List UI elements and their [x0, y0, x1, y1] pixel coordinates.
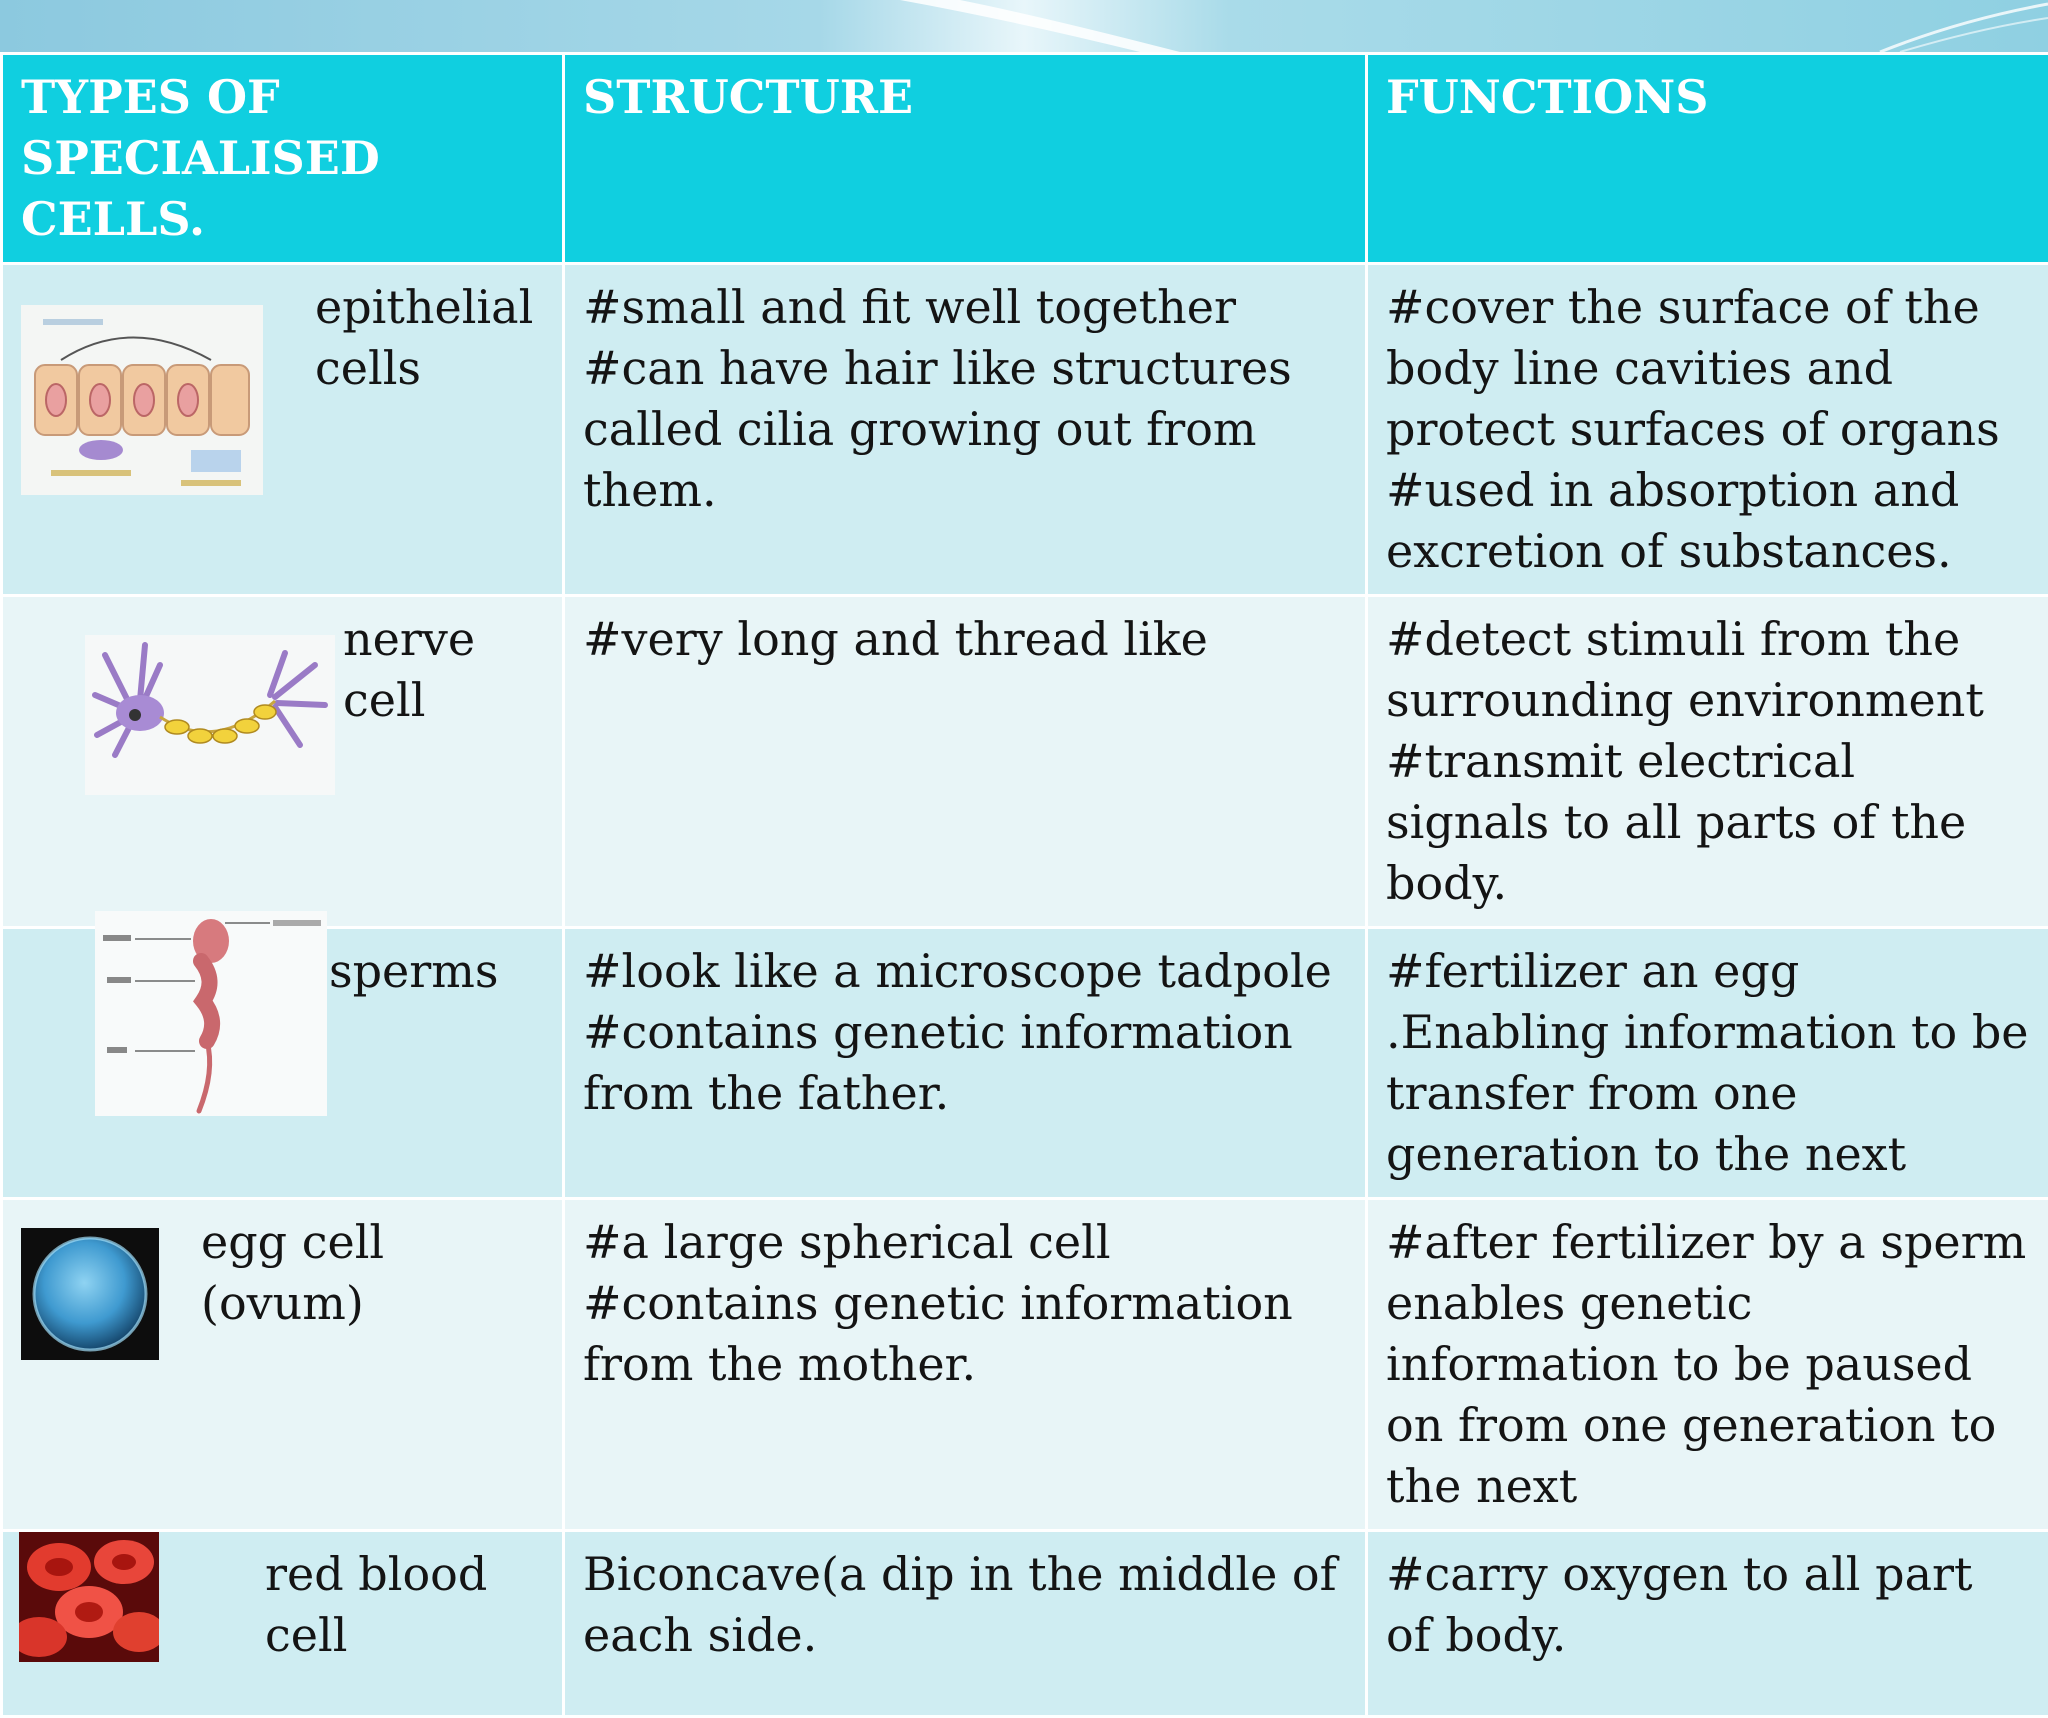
- table-row: red blood cell Biconcave(a dip in the mi…: [2, 1531, 2048, 1717]
- epithelial-cells-icon: [21, 305, 263, 495]
- functions-cell: #after fertilizer by a sperm enables gen…: [1367, 1199, 2048, 1531]
- table-row: sperms #look like a microscope tadpole #…: [2, 928, 2048, 1199]
- functions-cell: #carry oxygen to all part of body.: [1367, 1531, 2048, 1717]
- table-row: epithelial cells #small and fit well tog…: [2, 264, 2048, 596]
- cell-type-name: nerve cell: [343, 609, 475, 731]
- structure-cell: #look like a microscope tadpole #contain…: [564, 928, 1367, 1199]
- type-cell: sperms: [2, 928, 564, 1199]
- egg-cell-icon: [21, 1228, 159, 1360]
- cell-type-name: epithelial cells: [315, 277, 533, 399]
- header-types: TYPES OF SPECIALISED CELLS.: [2, 54, 564, 264]
- type-cell: red blood cell: [2, 1531, 564, 1717]
- table-row: nerve cell #very long and thread like #d…: [2, 596, 2048, 928]
- functions-cell: #cover the surface of the body line cavi…: [1367, 264, 2048, 596]
- red-blood-cell-icon: [19, 1532, 159, 1662]
- table-header-row: TYPES OF SPECIALISED CELLS. STRUCTURE FU…: [2, 54, 2048, 264]
- structure-cell: #small and fit well together #can have h…: [564, 264, 1367, 596]
- header-functions: FUNCTIONS: [1367, 54, 2048, 264]
- cell-type-name: sperms: [329, 941, 499, 1002]
- functions-cell: #fertilizer an egg .Enabling information…: [1367, 928, 2048, 1199]
- specialised-cells-table: TYPES OF SPECIALISED CELLS. STRUCTURE FU…: [0, 52, 2048, 1718]
- sperm-cell-icon: [95, 911, 327, 1116]
- decorative-top-band: [0, 0, 2048, 52]
- table-row: egg cell (ovum) #a large spherical cell …: [2, 1199, 2048, 1531]
- structure-cell: #a large spherical cell #contains geneti…: [564, 1199, 1367, 1531]
- cell-type-name: red blood cell: [265, 1544, 487, 1666]
- type-cell: nerve cell: [2, 596, 564, 928]
- header-structure: STRUCTURE: [564, 54, 1367, 264]
- nerve-cell-icon: [85, 635, 335, 795]
- wave-icon: [0, 0, 2048, 52]
- cell-type-name: egg cell (ovum): [201, 1212, 384, 1334]
- type-cell: egg cell (ovum): [2, 1199, 564, 1531]
- functions-cell: #detect stimuli from the surrounding env…: [1367, 596, 2048, 928]
- structure-cell: #very long and thread like: [564, 596, 1367, 928]
- type-cell: epithelial cells: [2, 264, 564, 596]
- structure-cell: Biconcave(a dip in the middle of each si…: [564, 1531, 1367, 1717]
